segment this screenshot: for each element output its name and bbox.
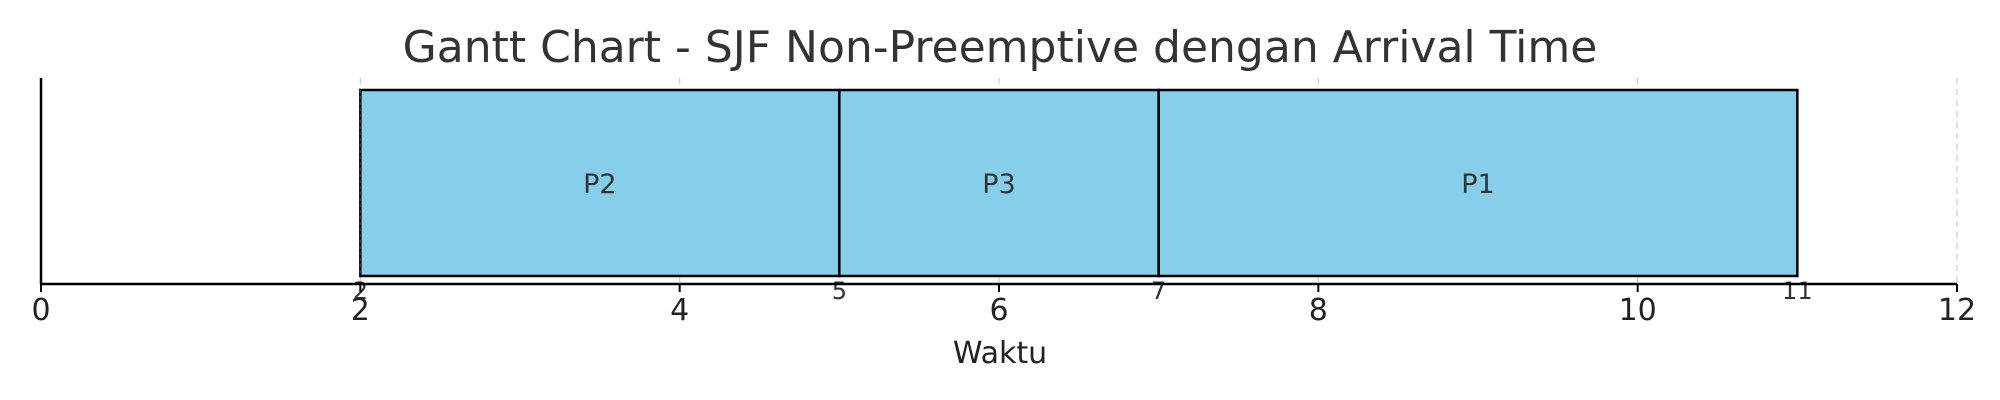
boundary-label: 11 xyxy=(1782,277,1813,305)
task-bar xyxy=(1157,88,1799,278)
x-tick-label: 0 xyxy=(31,293,50,328)
chart-title: Gantt Chart - SJF Non-Preemptive dengan … xyxy=(403,22,1598,73)
x-tick-label: 4 xyxy=(670,293,689,328)
x-axis: 0 2 4 6 8 10 12 xyxy=(31,78,1976,328)
task-bar xyxy=(838,88,1160,278)
task-bar xyxy=(359,88,841,278)
boundary-label: 5 xyxy=(832,277,847,305)
x-tick-label: 12 xyxy=(1938,293,1976,328)
x-axis-label: Waktu xyxy=(953,336,1047,371)
bars-layer: P2P3P125711 xyxy=(353,88,1813,305)
task-label: P2 xyxy=(583,169,616,200)
x-tick-label: 2 xyxy=(351,293,370,328)
task-label: P3 xyxy=(982,169,1015,200)
x-tick-label: 6 xyxy=(989,293,1008,328)
task-label: P1 xyxy=(1461,169,1494,200)
boundary-label: 7 xyxy=(1151,277,1166,305)
x-tick-label: 8 xyxy=(1309,293,1328,328)
x-tick-label: 10 xyxy=(1619,293,1657,328)
